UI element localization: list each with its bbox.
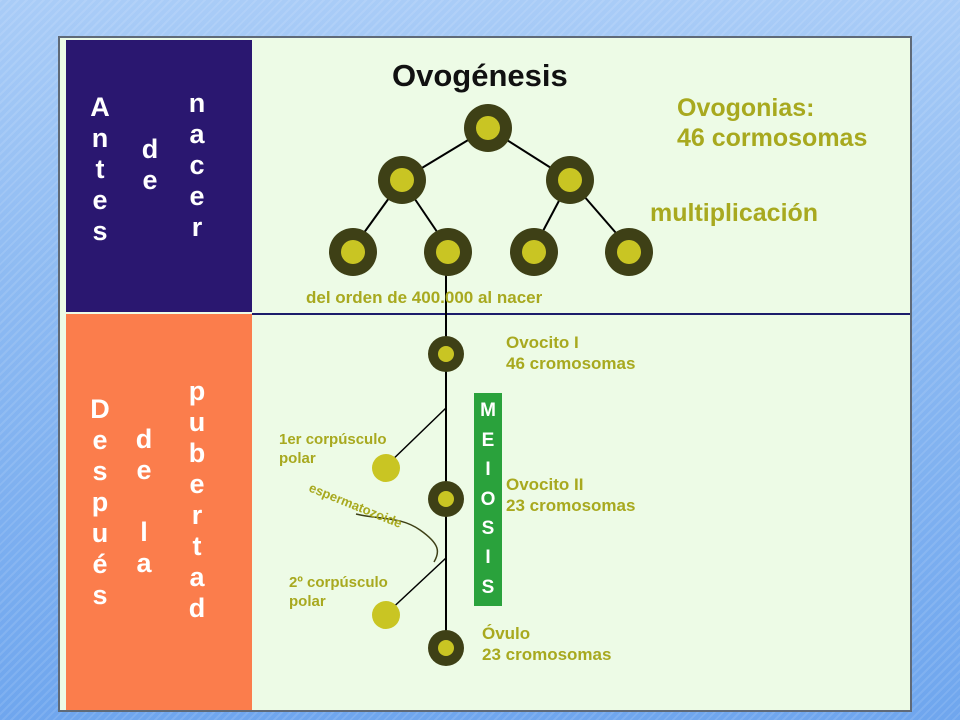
label-line: 23 cromosomas <box>506 496 636 515</box>
polar-body-2-label: 2º corpúsculo polar <box>289 573 388 611</box>
ovulo-label: Óvulo 23 cromosomas <box>482 623 611 665</box>
meiosis-letter: I <box>485 547 491 569</box>
word-despues: D e s p u é s <box>88 396 112 613</box>
letter: u <box>188 407 206 437</box>
ovocito-ii-label: Ovocito II 23 cromosomas <box>506 474 635 516</box>
word-antes: A n t e s <box>88 94 112 249</box>
letter: a <box>189 562 205 592</box>
ovocito-i-cell <box>428 336 464 372</box>
letter: a <box>136 548 152 578</box>
letter: u <box>91 518 109 548</box>
meiosis-letter: S <box>481 517 495 539</box>
label-line: Ovogonias: <box>677 94 815 122</box>
ovogonia-cell <box>546 156 594 204</box>
letter: d <box>141 134 159 164</box>
count-at-birth-label: del orden de 400.000 al nacer <box>306 288 543 307</box>
polar-branch-2 <box>385 557 447 615</box>
label-line: 46 cormosomas <box>677 124 868 152</box>
ovogonia-cell <box>510 228 558 276</box>
meiosis-letter: S <box>481 576 495 598</box>
label-line: 23 cromosomas <box>482 645 612 664</box>
label-line: polar <box>289 593 326 610</box>
letter: e <box>189 181 205 211</box>
diagram-slide: A n t e s d e n a c e r D e s p u é s d … <box>58 36 912 712</box>
stage-divider <box>252 313 910 315</box>
letter: p <box>91 487 109 517</box>
letter: r <box>191 500 203 530</box>
letter: n <box>91 123 109 153</box>
multiplication-label: multiplicación <box>650 199 819 227</box>
letter: d <box>188 593 206 623</box>
letter: a <box>189 119 205 149</box>
label-line: 46 cromosomas <box>506 354 636 373</box>
ovocito-ii-cell <box>428 481 464 517</box>
ovogonia-cell <box>329 228 377 276</box>
spermatozoon-label: espermatozoide <box>307 480 404 531</box>
polar-branch-1 <box>385 407 447 467</box>
band-after-puberty <box>66 314 252 710</box>
letter: e <box>189 469 205 499</box>
label-line: Óvulo <box>482 624 531 643</box>
letter: t <box>192 531 202 561</box>
meiosis-letter: E <box>481 429 495 451</box>
letter: s <box>92 580 108 610</box>
letter: s <box>92 456 108 486</box>
label-line: Ovocito I <box>506 333 579 352</box>
letter: r <box>191 212 203 242</box>
polar-body-1-label: 1er corpúsculo polar <box>279 430 387 468</box>
ovogonia-cell <box>464 104 512 152</box>
ovulo-cell <box>428 630 464 666</box>
letter: l <box>140 517 148 547</box>
meiosis-bar: M E I O S I S <box>474 393 502 606</box>
word-de-top: d e <box>138 136 162 198</box>
letter: e <box>92 425 108 455</box>
label-line: 2º corpúsculo <box>289 574 388 591</box>
ovogonia-cell <box>605 228 653 276</box>
spermatozoon-path <box>355 513 439 563</box>
polar-body-2 <box>372 601 400 629</box>
meiosis-letter: M <box>480 400 496 422</box>
ovocito-i-label: Ovocito I 46 cromosomas <box>506 332 635 374</box>
meiosis-letter: I <box>485 459 491 481</box>
letter: e <box>92 185 108 215</box>
letter: d <box>135 424 153 454</box>
letter: D <box>90 394 110 424</box>
letter: s <box>92 216 108 246</box>
word-pubertad: p u b e r t a d <box>185 378 209 626</box>
label-line: 1er corpúsculo <box>279 431 387 448</box>
ovogonia-cell <box>424 228 472 276</box>
band-before-birth <box>66 40 252 312</box>
label-line: Ovocito II <box>506 475 584 494</box>
word-nacer: n a c e r <box>185 90 209 245</box>
letter: t <box>95 154 105 184</box>
letter: A <box>90 92 110 122</box>
diagram-title: Ovogénesis <box>392 58 568 93</box>
meiosis-letter: O <box>480 488 496 510</box>
lineage-diagram: espermatozoide <box>307 104 653 666</box>
letter: é <box>92 549 108 579</box>
letter: c <box>189 150 205 180</box>
letter: b <box>188 438 206 468</box>
letter: p <box>188 376 206 406</box>
label-line: polar <box>279 450 316 467</box>
letter: e <box>136 455 152 485</box>
letter: e <box>142 165 158 195</box>
polar-body-1 <box>372 454 400 482</box>
word-de-la: d e l a <box>132 426 156 581</box>
letter: n <box>188 88 206 118</box>
ovogonias-label: Ovogonias: 46 cormosomas <box>677 93 867 153</box>
ovogonia-cell <box>378 156 426 204</box>
